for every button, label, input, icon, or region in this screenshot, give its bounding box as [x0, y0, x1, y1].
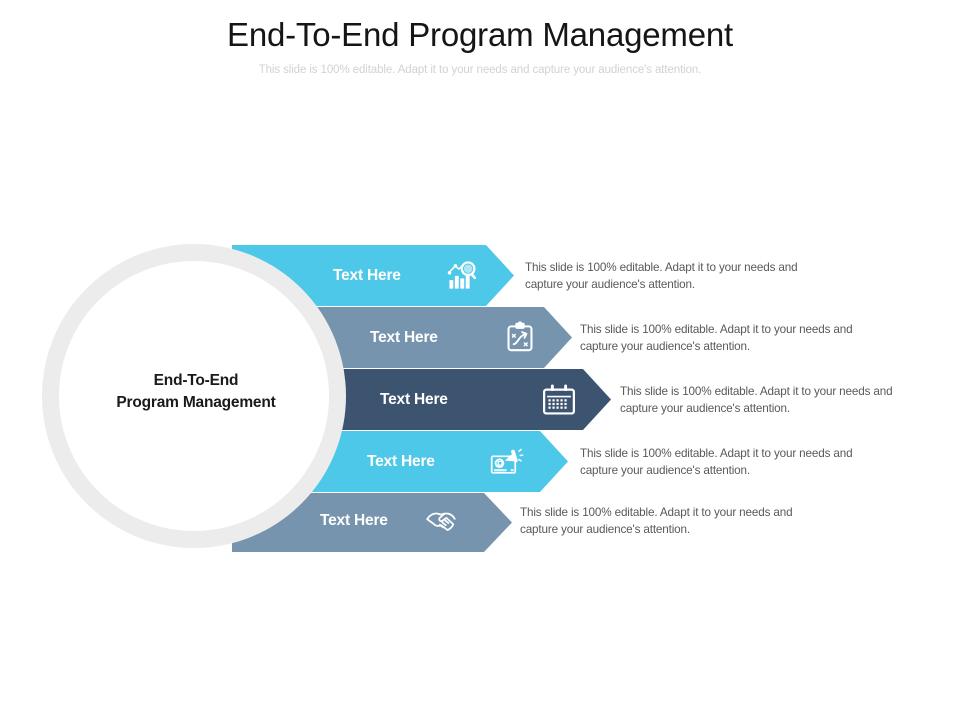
arrow-label-2: Text Here [370, 329, 438, 346]
arrow-label-1: Text Here [333, 267, 401, 284]
arrow-label-4: Text Here [367, 453, 435, 470]
arrow-shape-5 [232, 493, 512, 552]
arrow-description-2: This slide is 100% editable. Adapt it to… [580, 323, 853, 353]
center-circle-label: End-To-End Program Management [62, 370, 330, 414]
megaphone-screen-icon [490, 444, 524, 478]
calendar-icon [542, 382, 576, 416]
chart-search-icon [446, 258, 480, 292]
arrow-description-3: This slide is 100% editable. Adapt it to… [620, 385, 893, 415]
page-subtitle: This slide is 100% editable. Adapt it to… [258, 64, 702, 76]
clipboard-strategy-icon [503, 320, 537, 354]
handshake-icon [425, 504, 459, 538]
center-circle-label-line2: Program Management [116, 394, 276, 411]
arrow-description-4: This slide is 100% editable. Adapt it to… [580, 447, 853, 477]
arrow-description-5: This slide is 100% editable. Adapt it to… [520, 506, 793, 536]
arrow-description-1: This slide is 100% editable. Adapt it to… [525, 261, 798, 291]
arrow-label-3: Text Here [380, 391, 448, 408]
arrow-band-5[interactable] [232, 493, 512, 552]
center-circle [42, 244, 346, 548]
arrow-label-5: Text Here [320, 512, 388, 529]
center-circle-label-line1: End-To-End [153, 372, 239, 389]
page-title: End-To-End Program Management [227, 16, 733, 53]
